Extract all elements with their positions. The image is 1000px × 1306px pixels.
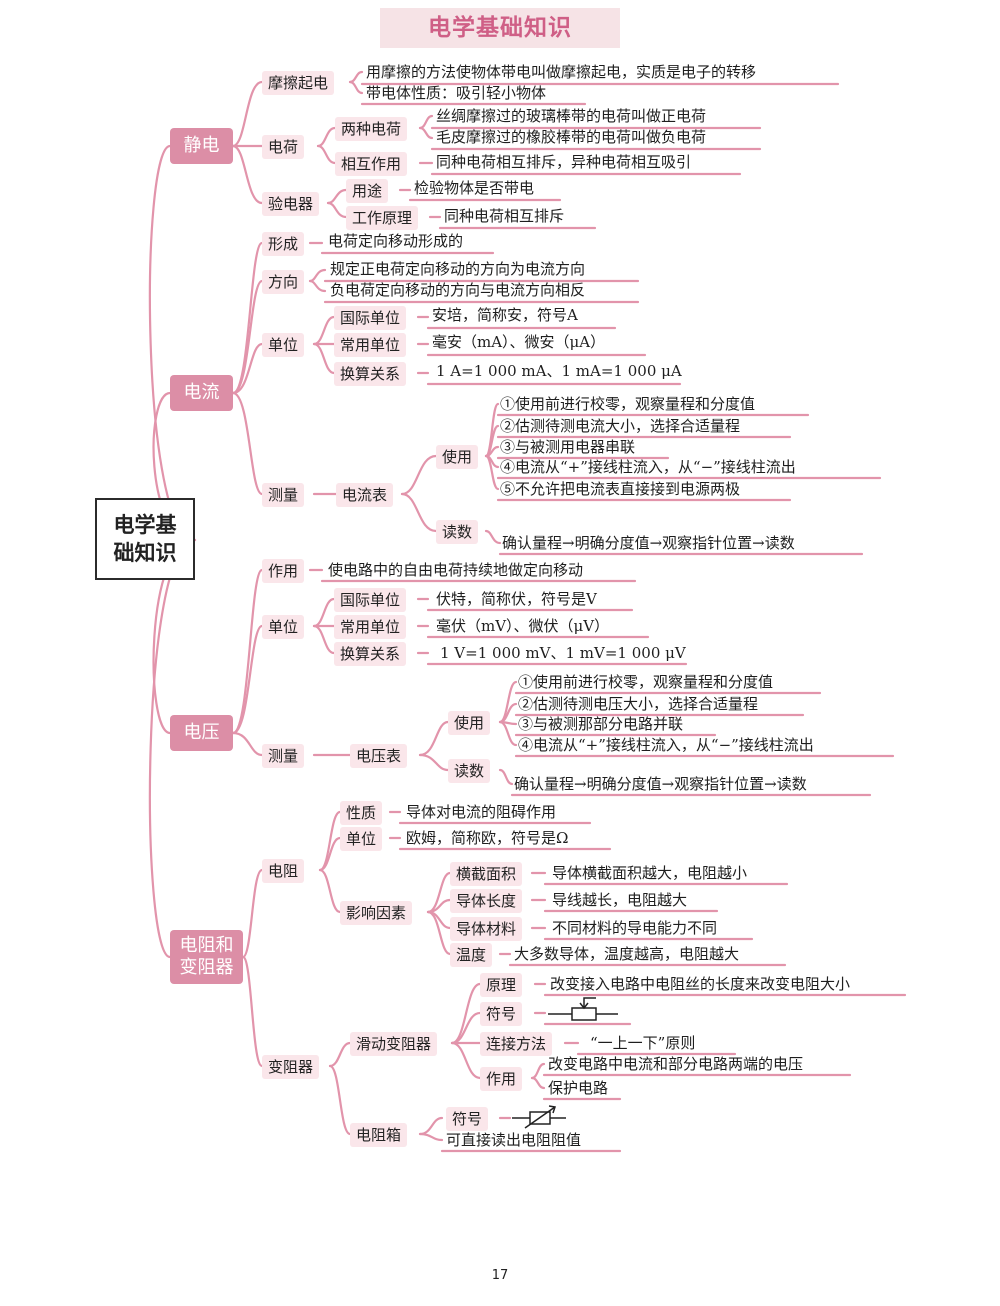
node-current-intl-unit: 国际单位: [334, 306, 407, 330]
node-two-charges: 两种电荷: [335, 117, 408, 141]
ammeter-use-1: ①使用前进行校零，观察量程和分度值: [500, 395, 756, 413]
rheostat-symbol: [548, 997, 618, 1021]
rheostat-effect-1: 改变电路中电流和部分电路两端的电压: [548, 1055, 804, 1073]
node-voltage: 电压: [170, 715, 233, 751]
current-common-unit-text: 毫安（mA）、微安（μA）: [432, 333, 606, 351]
voltage-common-unit-text: 毫伏（mV）、微伏（μV）: [436, 617, 610, 635]
ammeter-use-4: ④电流从“+”接线柱流入，从“−”接线柱流出: [500, 458, 796, 476]
node-resistor: 电阻: [262, 859, 305, 883]
node-voltage-measure: 测量: [262, 744, 305, 768]
node-rheostat-connect: 连接方法: [480, 1032, 553, 1056]
current-intl-unit-text: 安培，简称安，符号A: [432, 306, 578, 324]
node-friction: 摩擦起电: [262, 71, 335, 95]
resistor-nature-text: 导体对电流的阻碍作用: [406, 803, 557, 821]
node-sliding-rheostat: 滑动变阻器: [350, 1032, 438, 1056]
positive-charge: 丝绸摩擦过的玻璃棒带的电荷叫做正电荷: [436, 107, 707, 125]
electroscope-use-text: 检验物体是否带电: [414, 179, 535, 197]
current-dir-positive: 规定正电荷定向移动的方向为电流方向: [330, 260, 586, 278]
root-node: 电学基础知识: [95, 498, 195, 580]
node-voltage-conversion: 换算关系: [334, 642, 407, 666]
resistor-unit-text: 欧姆，简称欧，符号是Ω: [406, 829, 569, 847]
resistance-box-text: 可直接读出电阻阻值: [446, 1131, 582, 1149]
node-static: 静电: [170, 128, 233, 164]
voltmeter-use-4: ④电流从“+”接线柱流入，从“−”接线柱流出: [518, 736, 814, 754]
node-voltage-common-unit: 常用单位: [334, 615, 407, 639]
current-form-text: 电荷定向移动形成的: [328, 232, 464, 250]
node-voltage-role: 作用: [262, 559, 305, 583]
node-current: 电流: [170, 375, 233, 411]
page-number: 17: [491, 1268, 509, 1283]
node-factor-material: 导体材料: [450, 917, 523, 941]
node-ammeter-use: 使用: [436, 445, 479, 469]
node-interaction: 相互作用: [335, 152, 408, 176]
node-electroscope-principle: 工作原理: [346, 206, 419, 230]
current-dir-negative: 负电荷定向移动的方向与电流方向相反: [330, 281, 586, 299]
node-resistor-factors: 影响因素: [340, 901, 413, 925]
voltage-role-text: 使电路中的自由电荷持续地做定向移动: [328, 561, 584, 579]
node-current-common-unit: 常用单位: [334, 333, 407, 357]
node-resistance-box: 电阻箱: [350, 1123, 408, 1147]
node-voltmeter-read: 读数: [448, 759, 491, 783]
node-voltmeter-use: 使用: [448, 711, 491, 735]
voltage-intl-unit-text: 伏特，简称伏，符号是V: [436, 590, 597, 608]
interaction-text: 同种电荷相互排斥，异种电荷相互吸引: [436, 153, 692, 171]
node-resistance-box-symbol: 符号: [446, 1107, 489, 1131]
ammeter-read-text: 确认量程→明确分度值→观察指针位置→读数: [502, 534, 795, 552]
ammeter-use-5: ⑤不允许把电流表直接接到电源两极: [500, 480, 741, 498]
node-current-form: 形成: [262, 232, 305, 256]
node-resistor-nature: 性质: [340, 801, 383, 825]
resistance-box-symbol: [512, 1105, 566, 1129]
voltmeter-use-3: ③与被测那部分电路并联: [518, 715, 684, 733]
factor-material-text: 不同材料的导电能力不同: [552, 919, 718, 937]
node-factor-length: 导体长度: [450, 889, 523, 913]
node-rheostat: 变阻器: [262, 1055, 320, 1079]
factor-length-text: 导线越长，电阻越大: [552, 891, 688, 909]
node-voltage-intl-unit: 国际单位: [334, 588, 407, 612]
negative-charge: 毛皮摩擦过的橡胶棒带的电荷叫做负电荷: [436, 128, 707, 146]
current-conversion-text: 1 A=1 000 mA、1 mA=1 000 μA: [436, 362, 682, 380]
electroscope-principle-text: 同种电荷相互排斥: [444, 207, 565, 225]
node-current-measure: 测量: [262, 483, 305, 507]
ammeter-use-3: ③与被测用电器串联: [500, 438, 636, 456]
node-electroscope: 验电器: [262, 192, 320, 216]
node-voltmeter: 电压表: [350, 744, 408, 768]
node-rheostat-principle: 原理: [480, 973, 523, 997]
friction-def: 用摩擦的方法使物体带电叫做摩擦起电，实质是电子的转移: [366, 63, 757, 81]
voltage-conversion-text: 1 V=1 000 mV、1 mV=1 000 μV: [440, 644, 686, 662]
node-electroscope-use: 用途: [346, 179, 389, 203]
node-charge: 电荷: [262, 135, 305, 159]
node-rheostat-symbol: 符号: [480, 1002, 523, 1026]
voltmeter-read-text: 确认量程→明确分度值→观察指针位置→读数: [514, 775, 807, 793]
factor-temp-text: 大多数导体，温度越高，电阻越大: [514, 945, 740, 963]
node-factor-area: 横截面积: [450, 862, 523, 886]
node-current-unit: 单位: [262, 333, 305, 357]
node-current-dir: 方向: [262, 270, 305, 294]
rheostat-connect-text: “一上一下”原则: [590, 1034, 696, 1052]
voltmeter-use-2: ②估测待测电压大小，选择合适量程: [518, 695, 759, 713]
page-title: 电学基础知识: [380, 8, 620, 48]
rheostat-effect-2: 保护电路: [548, 1079, 609, 1097]
node-voltage-unit: 单位: [262, 615, 305, 639]
friction-property: 带电体性质：吸引轻小物体: [366, 84, 547, 102]
factor-area-text: 导体横截面积越大，电阻越小: [552, 864, 748, 882]
voltmeter-use-1: ①使用前进行校零，观察量程和分度值: [518, 673, 774, 691]
node-ammeter: 电流表: [336, 483, 394, 507]
node-resistor-unit: 单位: [340, 827, 383, 851]
node-factor-temp: 温度: [450, 943, 493, 967]
ammeter-use-2: ②估测待测电流大小，选择合适量程: [500, 417, 741, 435]
node-resistance: 电阻和变阻器: [170, 930, 243, 984]
rheostat-principle-text: 改变接入电路中电阻丝的长度来改变电阻大小: [550, 975, 851, 993]
node-ammeter-read: 读数: [436, 520, 479, 544]
node-rheostat-effect: 作用: [480, 1067, 523, 1091]
node-current-conversion: 换算关系: [334, 362, 407, 386]
